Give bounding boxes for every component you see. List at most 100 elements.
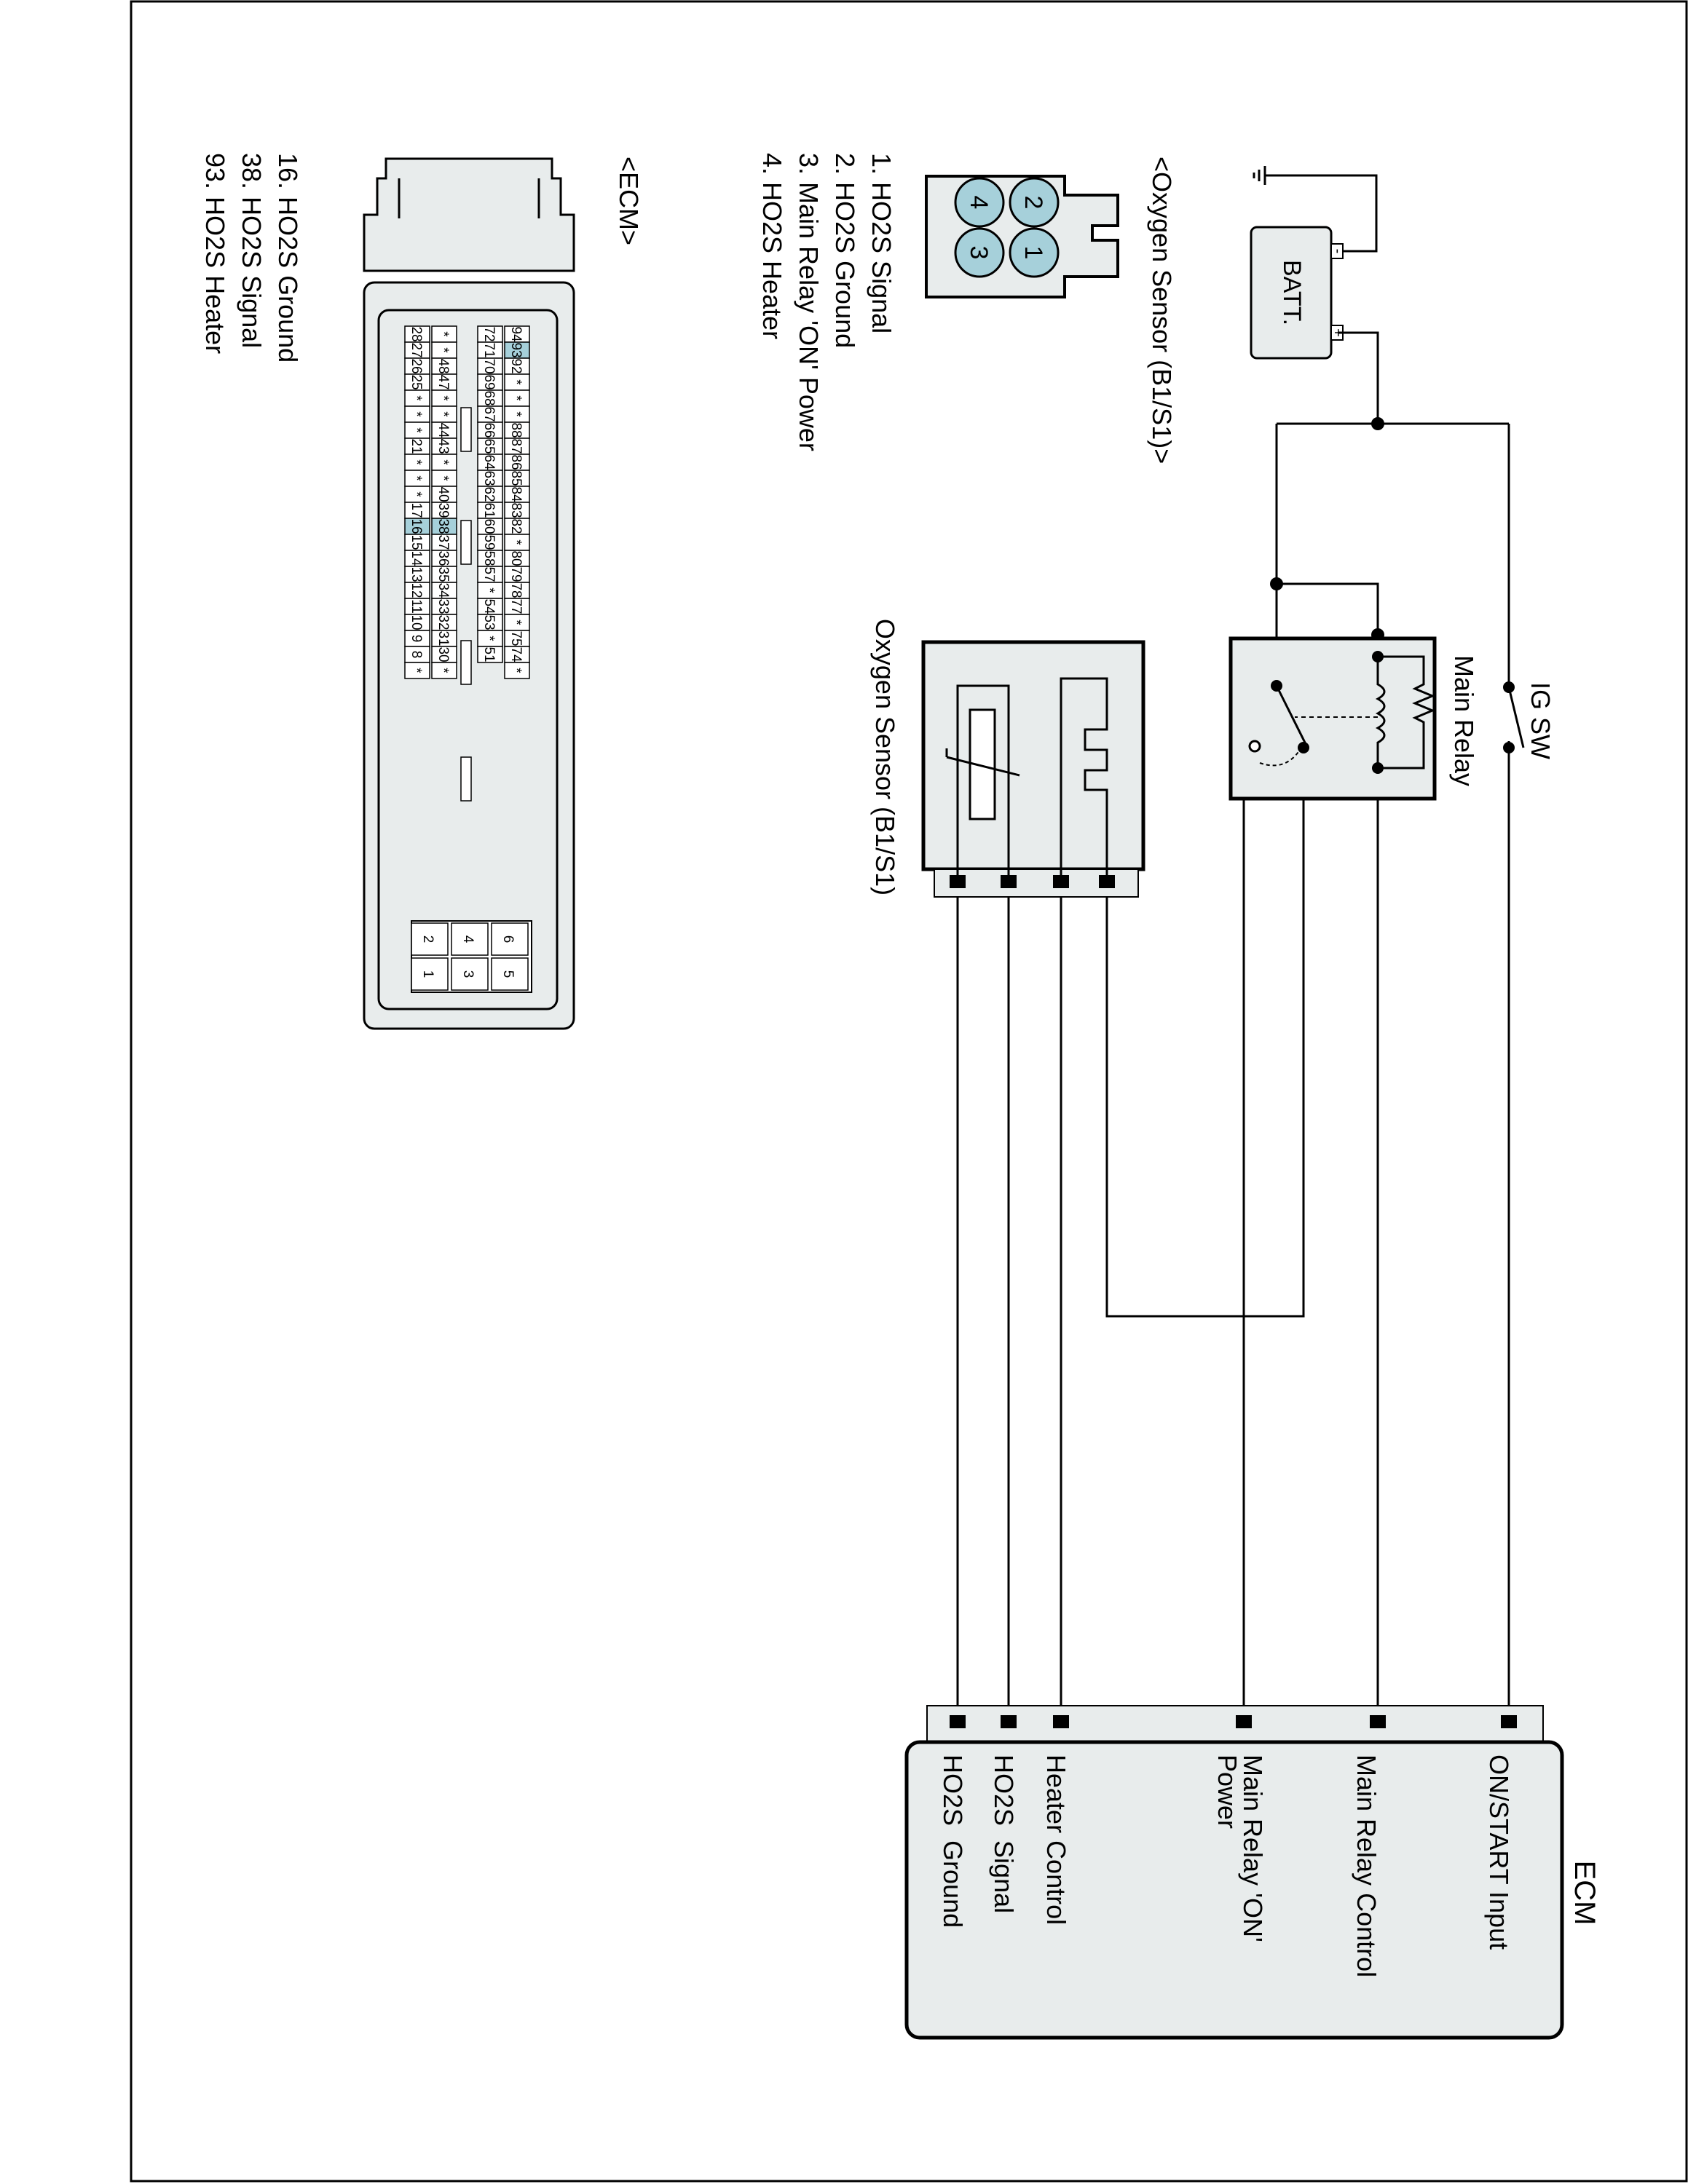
ecm-pin-ho2s-ground: HO2S Ground [938, 1754, 968, 1928]
ecm-pin-label: 8 [409, 651, 424, 659]
ecm-pin-label: * [508, 668, 524, 673]
ecm-legend-38: 38. HO2S Signal [237, 153, 267, 348]
ecm-pin-label: 88 [508, 422, 524, 438]
ecm-power-pin-cell [411, 922, 449, 956]
ecm-pin-label: 12 [409, 582, 424, 598]
ecm-pin-label: 63 [481, 470, 497, 486]
battery-minus-terminal [1330, 243, 1344, 259]
oxygen-connector: <Oxygen Sensor (B1/S1)> 2 1 4 3 1. HO2S … [757, 153, 1177, 464]
ecm-pin-label: 14 [409, 550, 424, 566]
ecm-pin-label: 92 [508, 358, 524, 373]
ecm-pin-label: 9 [409, 635, 424, 643]
battery-label: BATT. [1278, 260, 1306, 325]
ecm-pin-label: 48 [435, 358, 451, 373]
ecm-pin-label: 30 [435, 646, 451, 662]
oxygen-pin-4: 4 [965, 196, 993, 210]
ecm-pin-cell [504, 662, 530, 679]
ecm-pin-label: 44 [435, 422, 451, 438]
ecm-pin-label: * [435, 347, 451, 353]
ecm-pin-label: * [508, 395, 524, 401]
ig-sw-label: IG SW [1526, 682, 1555, 759]
ecm-power-pin-cell [491, 922, 529, 956]
ecm-pin-power: Power [1212, 1754, 1242, 1829]
ecm-key-slot [460, 407, 472, 452]
ecm-power-pin-label: 3 [460, 970, 476, 978]
ecm-power-pin-cell [411, 957, 449, 991]
oxygen-sensor: Oxygen Sensor (B1/S1) [870, 619, 1145, 898]
ecm-pin-label: 78 [508, 582, 524, 598]
ecm-pin-label: 58 [481, 550, 497, 566]
oxygen-sensor-label: Oxygen Sensor (B1/S1) [870, 619, 900, 895]
ecm-pin-ho2s-signal: HO2S Signal [989, 1754, 1019, 1913]
ecm-pin-label: 34 [435, 582, 451, 598]
main-relay-label: Main Relay [1449, 655, 1479, 786]
ecm-pin-label: 85 [508, 470, 524, 486]
battery-minus-label: - [1330, 249, 1346, 254]
ecm-pin-cell [431, 662, 457, 679]
ecm-pin-label: * [409, 395, 424, 401]
ecm-connector-title: <ECM> [614, 157, 644, 245]
ecm-pin-label: * [508, 620, 524, 625]
ecm-module: ECM ON/START Input Main Relay Control Ma… [904, 1705, 1601, 2040]
oxygen-legend-4: 4. HO2S Heater [757, 153, 787, 339]
ecm-connector: <ECM> 9472*289371*2792704826*694725*68**… [200, 153, 644, 1030]
ecm-pin-label: 21 [409, 438, 424, 454]
ecm-pin-label: 59 [481, 534, 497, 550]
ecm-pin-label: 77 [508, 598, 524, 614]
ecm-pin-label: * [435, 475, 451, 481]
ecm-pin-label: 32 [435, 614, 451, 630]
ecm-pin-label: * [481, 587, 497, 593]
ecm-title: ECM [1569, 1861, 1601, 1926]
ecm-pin-label: 53 [481, 614, 497, 630]
ecm-pin-label: 79 [508, 566, 524, 582]
ecm-pin-label: * [409, 459, 424, 465]
ecm-pin-label: 28 [409, 326, 424, 341]
ecm-pin-label: 54 [481, 598, 497, 614]
page-frame [130, 0, 1688, 2183]
ecm-pin-label: 64 [481, 454, 497, 470]
ecm-pin-label: 51 [481, 646, 497, 662]
ecm-pin-label: 80 [508, 550, 524, 566]
ecm-pin-label: 11 [409, 599, 424, 614]
ecm-power-pin-label: 1 [420, 970, 435, 978]
ecm-pin-label: 17 [409, 502, 424, 518]
oxygen-pin-3: 3 [965, 246, 993, 260]
ecm-pin-label: 10 [409, 614, 424, 630]
ecm-pin-label: 31 [435, 630, 451, 646]
ecm-pin-label: 61 [481, 502, 497, 518]
ecm-pin-label: * [409, 475, 424, 481]
ecm-key-slot [460, 756, 472, 802]
junction-dot [1270, 577, 1283, 590]
oxygen-legend-2: 2. HO2S Ground [830, 153, 860, 348]
ecm-legend-16: 16. HO2S Ground [273, 153, 303, 363]
ecm-pin-label: * [508, 411, 524, 417]
ecm-pin-label: 62 [481, 486, 497, 502]
ecm-power-pin-label: 2 [420, 935, 435, 943]
ecm-pin-label: 75 [508, 630, 524, 646]
ecm-pin-label: 69 [481, 374, 497, 389]
battery-plus-label: + [1330, 328, 1346, 337]
ecm-key-slot [460, 640, 472, 685]
ecm-pin-label: 72 [481, 326, 497, 341]
ecm-pin-label: 68 [481, 390, 497, 405]
ecm-pin-label: 87 [508, 438, 524, 454]
battery: - + BATT. [1250, 166, 1378, 360]
ecm-power-pin-cell [451, 922, 489, 956]
ecm-pin-label: 37 [435, 534, 451, 550]
ecm-pin-label: 25 [409, 374, 424, 389]
oxygen-legend-3: 3. Main Relay 'ON' Power [794, 153, 824, 451]
ecm-pin-label: 66 [481, 422, 497, 438]
ecm-pin-main-relay-on: Main Relay 'ON' [1238, 1754, 1268, 1942]
ecm-pin-label: 35 [435, 566, 451, 582]
oxygen-connector-title: <Oxygen Sensor (B1/S1)> [1147, 157, 1177, 464]
ecm-pin-label: 74 [508, 646, 524, 662]
ecm-pin-label: 13 [409, 566, 424, 582]
ecm-pin-label: 83 [508, 502, 524, 518]
ecm-pin-label: 86 [508, 454, 524, 470]
junctions [1270, 417, 1384, 641]
ecm-pin-label: 60 [481, 518, 497, 534]
ecm-pin-label: 71 [481, 342, 497, 357]
ecm-pin-label: 57 [481, 566, 497, 582]
